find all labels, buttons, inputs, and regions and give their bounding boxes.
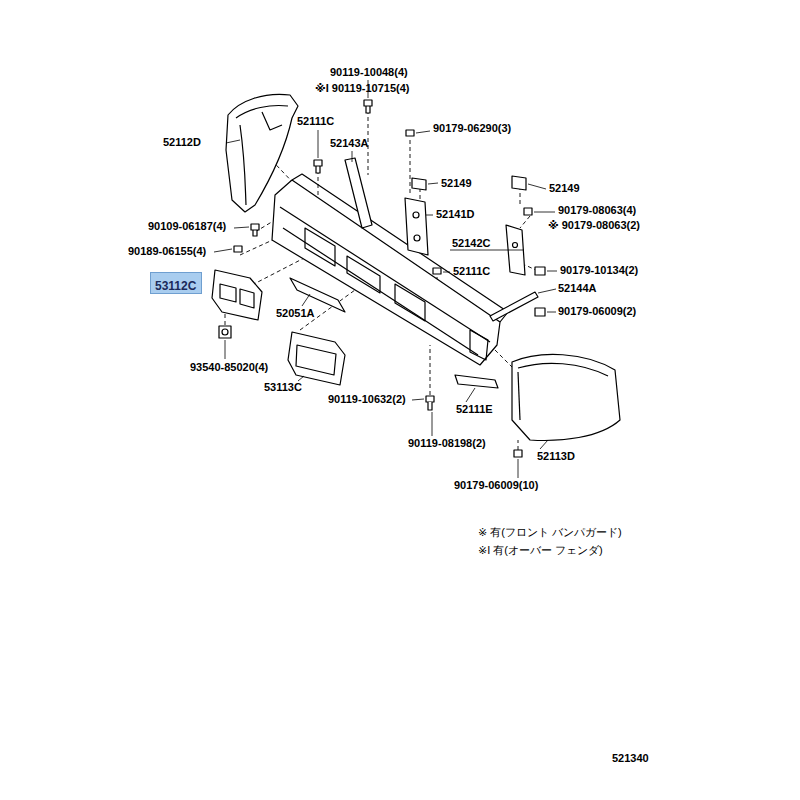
- part-number: 52142C: [452, 237, 491, 250]
- part-number: 90179-06009(10): [454, 479, 538, 492]
- part-number: 90179-08063(4): [558, 204, 636, 217]
- part-number: 90179-06290(3): [433, 122, 511, 135]
- part-number: 90189-06155(4): [128, 245, 206, 258]
- part-number: 93540-85020(4): [190, 361, 268, 374]
- leader-lines: [214, 80, 557, 478]
- part-number: 52141D: [436, 208, 475, 221]
- footnote: ※I 有(オーバー フェンダ): [478, 544, 603, 557]
- part-number: 53113C: [264, 381, 302, 394]
- part-number: 52144A: [558, 282, 597, 295]
- part-number: 90119-08198(2): [408, 437, 486, 450]
- part-number: 52111C: [453, 265, 490, 278]
- part-number: 52051A: [276, 307, 315, 320]
- part-number: 521340: [612, 752, 649, 765]
- part-number: 52149: [441, 177, 472, 190]
- left-end-cap: [226, 94, 298, 212]
- part-number: 90109-06187(4): [148, 220, 226, 233]
- brackets: [290, 158, 538, 388]
- part-number: 52149: [549, 182, 580, 195]
- part-number: 52112D: [163, 136, 201, 149]
- part-number: 90179-06009(2): [558, 305, 636, 318]
- part-number: 90119-10048(4): [330, 66, 408, 79]
- part-number: 52113D: [537, 450, 575, 463]
- part-number: 53112C: [155, 279, 196, 293]
- part-number: 90119-10632(2): [328, 393, 406, 406]
- part-number: ※I 90119-10715(4): [315, 82, 409, 95]
- part-number: 52143A: [330, 137, 369, 150]
- part-number: 52111E: [456, 403, 493, 416]
- footnote: ※ 有(フロント バンパガード): [478, 526, 622, 539]
- part-number: 52111C: [297, 115, 334, 128]
- highlight-box: 53112C: [150, 272, 202, 294]
- right-end-cap: [512, 354, 620, 440]
- bolts: [219, 100, 545, 457]
- part-number: 90179-10134(2): [560, 264, 638, 277]
- part-number: ※ 90179-08063(2): [548, 219, 640, 232]
